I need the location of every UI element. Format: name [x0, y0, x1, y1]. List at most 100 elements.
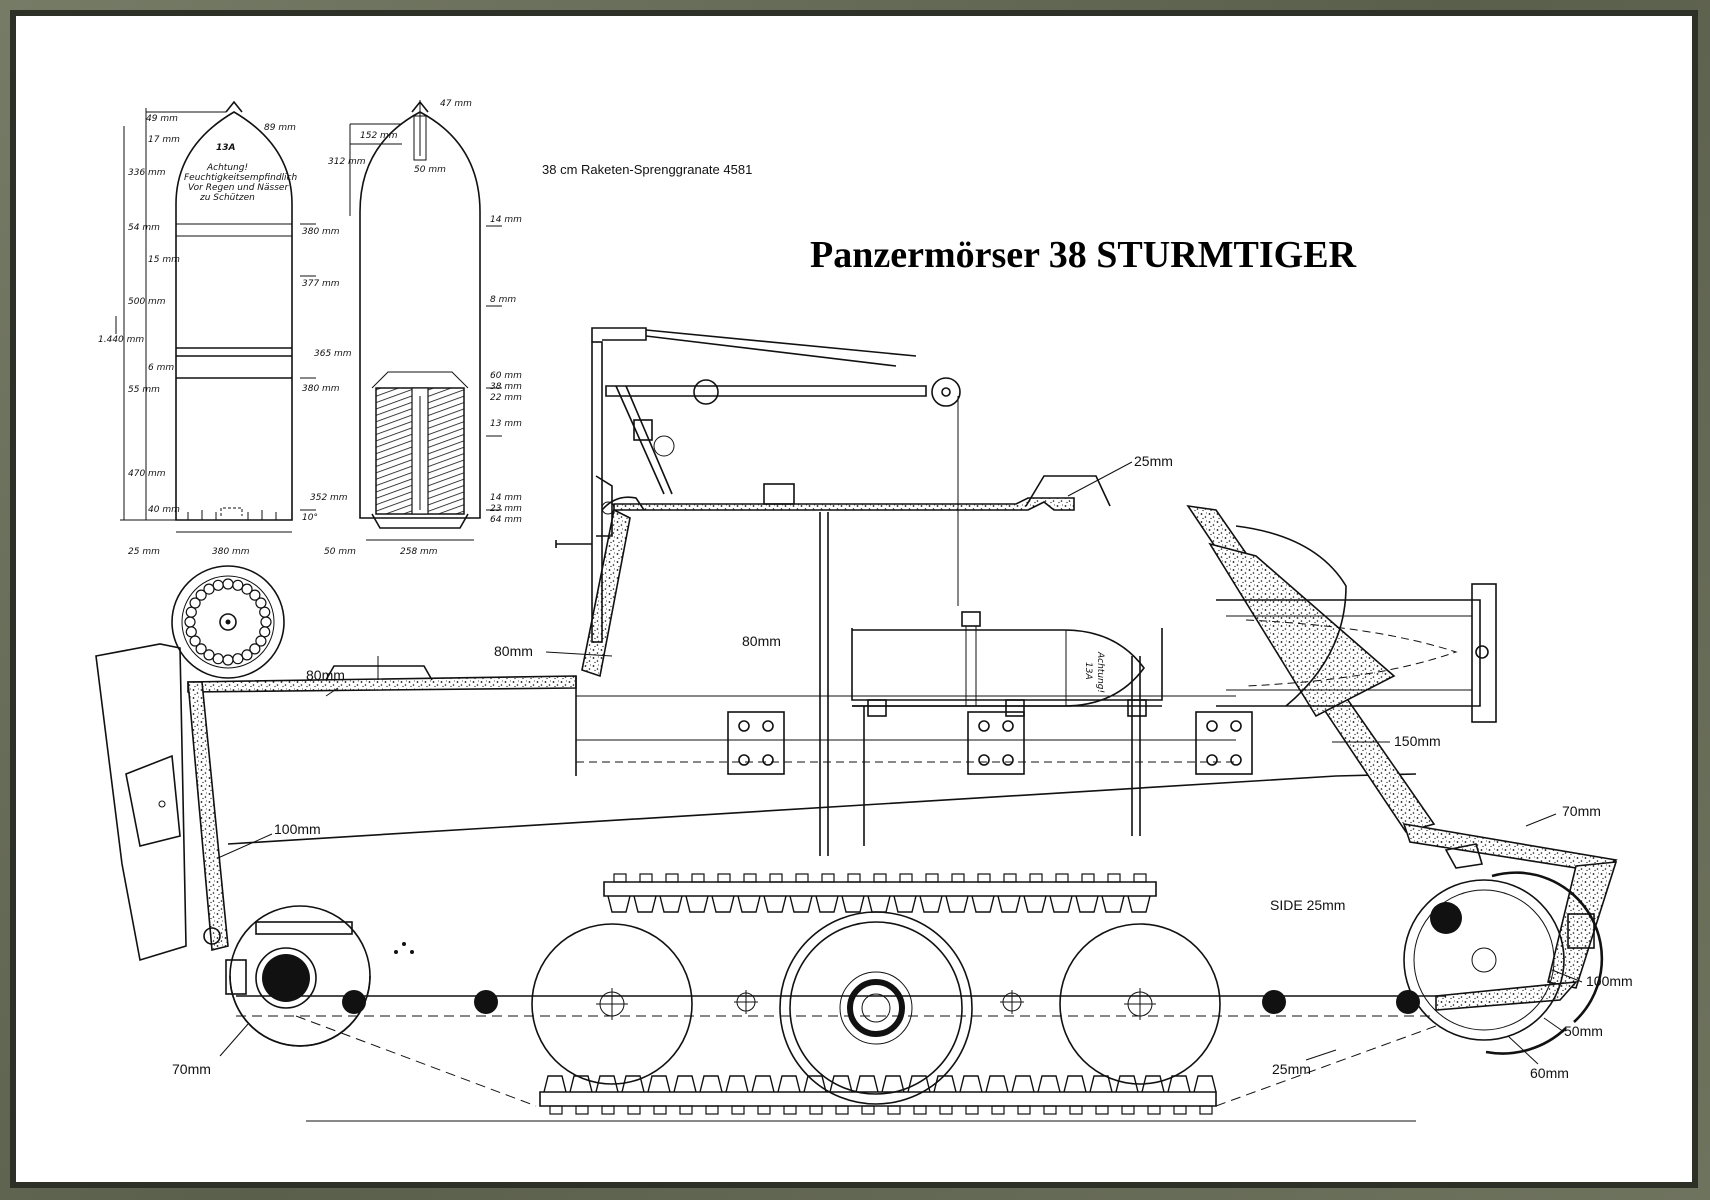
base-nozzle-hole: [249, 589, 261, 601]
dim-54mm: 54 mm: [128, 223, 160, 233]
lower-nose-plate: [1547, 861, 1618, 989]
dim-64mm: 64 mm: [490, 515, 522, 525]
support-roller-2: [474, 990, 498, 1014]
road-wheel-3: [1059, 923, 1221, 1085]
base-nozzle-hole: [195, 589, 207, 601]
base-nozzle-hole: [241, 649, 253, 661]
track-link-guide: [835, 1105, 849, 1115]
lower-front-plate: [1435, 981, 1578, 1011]
track-link: [893, 895, 917, 913]
track-link: [607, 895, 631, 913]
track-link-guide: [1043, 1105, 1057, 1115]
track-link: [1049, 895, 1073, 913]
dim-49mm: 49 mm: [146, 114, 178, 124]
track-link: [1063, 1075, 1087, 1093]
dim-14mm-upper: 14 mm: [490, 215, 522, 225]
bolt-plate-right: [1195, 711, 1253, 775]
track-link-guide: [743, 873, 757, 883]
base-nozzle-hole: [189, 635, 201, 647]
track-link: [1101, 895, 1125, 913]
track-link-guide: [913, 1105, 927, 1115]
track-link: [569, 1075, 593, 1093]
dim-258mm: 258 mm: [400, 547, 438, 557]
track-link-guide: [991, 1105, 1005, 1115]
rear-deck-armor: [187, 675, 577, 693]
track-link: [673, 1075, 697, 1093]
track-link: [985, 1075, 1009, 1093]
track-link: [933, 1075, 957, 1093]
label-deck-80mm: 80mm: [306, 667, 345, 683]
track-link: [815, 895, 839, 913]
track-link-guide: [861, 1105, 875, 1115]
label-front-80mm: 80mm: [494, 643, 533, 659]
track-link: [971, 895, 995, 913]
track-link-guide: [601, 1105, 615, 1115]
track-link: [855, 1075, 879, 1093]
track-link: [867, 895, 891, 913]
track-link: [1011, 1075, 1035, 1093]
dim-23mm: 23 mm: [490, 504, 522, 514]
base-nozzle-hole: [184, 616, 196, 628]
blueprint-title: Panzermörser 38 STURMTIGER: [810, 234, 1357, 276]
base-nozzle-hole: [259, 606, 271, 618]
support-roller-1: [342, 990, 366, 1014]
track-link-guide: [809, 1105, 823, 1115]
track-link: [997, 895, 1021, 913]
shell-warning-4: zu Schützen: [199, 193, 255, 203]
base-nozzle-hole: [222, 578, 234, 590]
dim-25mm-base: 25 mm: [128, 547, 160, 557]
shell-warning-3: Vor Regen und Nässer: [188, 183, 289, 193]
dim-17mm: 17 mm: [148, 135, 180, 145]
dim-40mm: 40 mm: [148, 505, 180, 515]
label-rear-lower-70mm: 70mm: [172, 1061, 211, 1077]
label-lower-100mm: 100mm: [1586, 973, 1633, 989]
track-link-guide: [1133, 873, 1147, 883]
track-link: [763, 895, 787, 913]
shell-section-drawing: 47 mm 152 mm 312 mm 50 mm 14 mm 8 mm 365…: [310, 99, 522, 557]
base-nozzle-hole: [249, 643, 261, 655]
track-link-guide: [873, 873, 887, 883]
dim-10deg: 10°: [302, 513, 318, 523]
label-belly-25mm: 25mm: [1272, 1061, 1311, 1077]
track-link: [919, 895, 943, 913]
track-link-guide: [1029, 873, 1043, 883]
bolt-plate-left: [727, 711, 785, 775]
track-link: [777, 1075, 801, 1093]
dim-89mm: 89 mm: [264, 123, 296, 133]
base-nozzle-hole: [232, 653, 244, 665]
track-link-guide: [1173, 1105, 1187, 1115]
track-link-guide: [899, 873, 913, 883]
track-link-guide: [1147, 1105, 1161, 1115]
dim-50mm-base: 50 mm: [324, 547, 356, 557]
track-link-guide: [965, 1105, 979, 1115]
dim-15mm: 15 mm: [148, 255, 180, 265]
dim-13mm: 13 mm: [490, 419, 522, 429]
base-nozzle-hole: [212, 653, 224, 665]
base-nozzle-hole: [259, 626, 271, 638]
dim-38mm: 38 mm: [490, 382, 522, 392]
shell-base-view: [171, 565, 285, 679]
track-link: [1037, 1075, 1061, 1093]
track-link-guide: [1003, 873, 1017, 883]
track-link-guide: [757, 1105, 771, 1115]
dim-352mm: 352 mm: [310, 493, 348, 503]
dim-312mm: 312 mm: [328, 157, 366, 167]
base-nozzle-hole: [255, 635, 267, 647]
track-link: [633, 895, 657, 913]
track-link: [1127, 895, 1151, 913]
base-nozzle-hole: [260, 616, 272, 628]
track-link: [907, 1075, 931, 1093]
mortar-mantlet: [1208, 542, 1396, 718]
rear-idler-wheel: [203, 905, 371, 1047]
base-nozzle-hole: [203, 583, 215, 595]
dim-60mm: 60 mm: [490, 371, 522, 381]
track-link: [737, 895, 761, 913]
support-roller-4: [1396, 990, 1420, 1014]
label-lower-50mm: 50mm: [1564, 1023, 1603, 1039]
dim-380mm-upper: 380 mm: [302, 227, 340, 237]
dim-6mm: 6 mm: [148, 363, 174, 373]
blueprint-sheet: Panzermörser 38 STURMTIGER 38 cm Raketen…: [16, 16, 1692, 1182]
base-nozzle-hole: [241, 583, 253, 595]
dim-8mm: 8 mm: [490, 295, 516, 305]
label-roof-25mm: 25mm: [1134, 453, 1173, 469]
